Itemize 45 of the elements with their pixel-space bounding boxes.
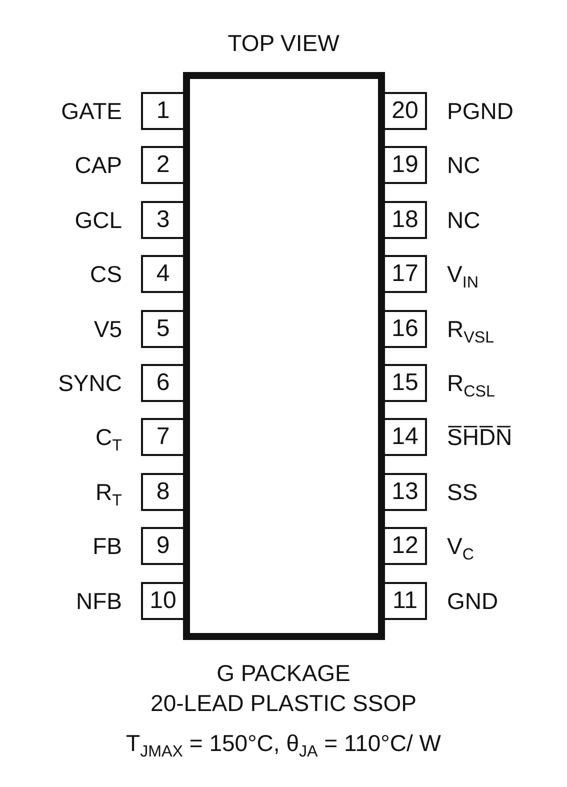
pin-name: NC bbox=[447, 151, 480, 180]
pin-number: 7 bbox=[141, 418, 183, 456]
pin-number: 11 bbox=[385, 582, 427, 620]
pin-name: FB bbox=[92, 532, 122, 562]
pin-name: CAP bbox=[74, 151, 122, 180]
pin-number: 1 bbox=[141, 92, 183, 130]
pin-number: 12 bbox=[385, 527, 427, 566]
pin-name: GCL bbox=[74, 206, 122, 235]
pin-number: 19 bbox=[385, 146, 427, 184]
pin-number: 9 bbox=[141, 527, 183, 566]
pin-name: SS bbox=[447, 478, 478, 507]
package-label: 20-LEAD PLASTIC SSOP bbox=[150, 690, 416, 717]
pin-number: 14 bbox=[385, 418, 427, 456]
pin-name: R$_{T}$ bbox=[96, 478, 122, 507]
package-label: G PACKAGE bbox=[216, 660, 350, 687]
pin-name: R$_{VSL}$ bbox=[447, 314, 494, 344]
pin-number: 3 bbox=[141, 200, 183, 239]
pin-name: PGND bbox=[447, 97, 514, 126]
pin-number: 4 bbox=[141, 255, 183, 294]
pin-name: V5 bbox=[94, 314, 122, 344]
pin-number: 18 bbox=[385, 200, 427, 239]
pin-number: 6 bbox=[141, 364, 183, 402]
pin-name: NC bbox=[447, 206, 480, 235]
pin-number: 15 bbox=[385, 364, 427, 402]
pin-name: R$_{CSL}$ bbox=[447, 369, 495, 398]
pin-number: 16 bbox=[385, 310, 427, 348]
pin-number: 17 bbox=[385, 255, 427, 294]
thermal-note: T$_{JMAX}$ = 150°C, θ$_{JA}$ = 110°C/ W bbox=[126, 730, 441, 757]
pin-number: 5 bbox=[141, 310, 183, 348]
pin-name: CS bbox=[90, 260, 122, 290]
pin-number: 2 bbox=[141, 146, 183, 184]
pin-number: 8 bbox=[141, 472, 183, 511]
pin-name: S̅H̅D̅N̅ bbox=[447, 423, 512, 452]
pin-name: SYNC bbox=[58, 369, 122, 398]
pin-number: 20 bbox=[385, 92, 427, 130]
pin-name: NFB bbox=[76, 586, 122, 616]
pin-number: 10 bbox=[141, 582, 183, 620]
pin-name: GND bbox=[447, 586, 498, 616]
pin-name: V$_{IN}$ bbox=[447, 260, 478, 290]
chip-body bbox=[183, 72, 385, 640]
pin-name: V$_{C}$ bbox=[447, 532, 474, 562]
pin-name: C$_{T}$ bbox=[96, 423, 122, 452]
pin-number: 13 bbox=[385, 472, 427, 511]
view-title: TOP VIEW bbox=[228, 30, 340, 57]
pin-name: GATE bbox=[61, 97, 122, 126]
